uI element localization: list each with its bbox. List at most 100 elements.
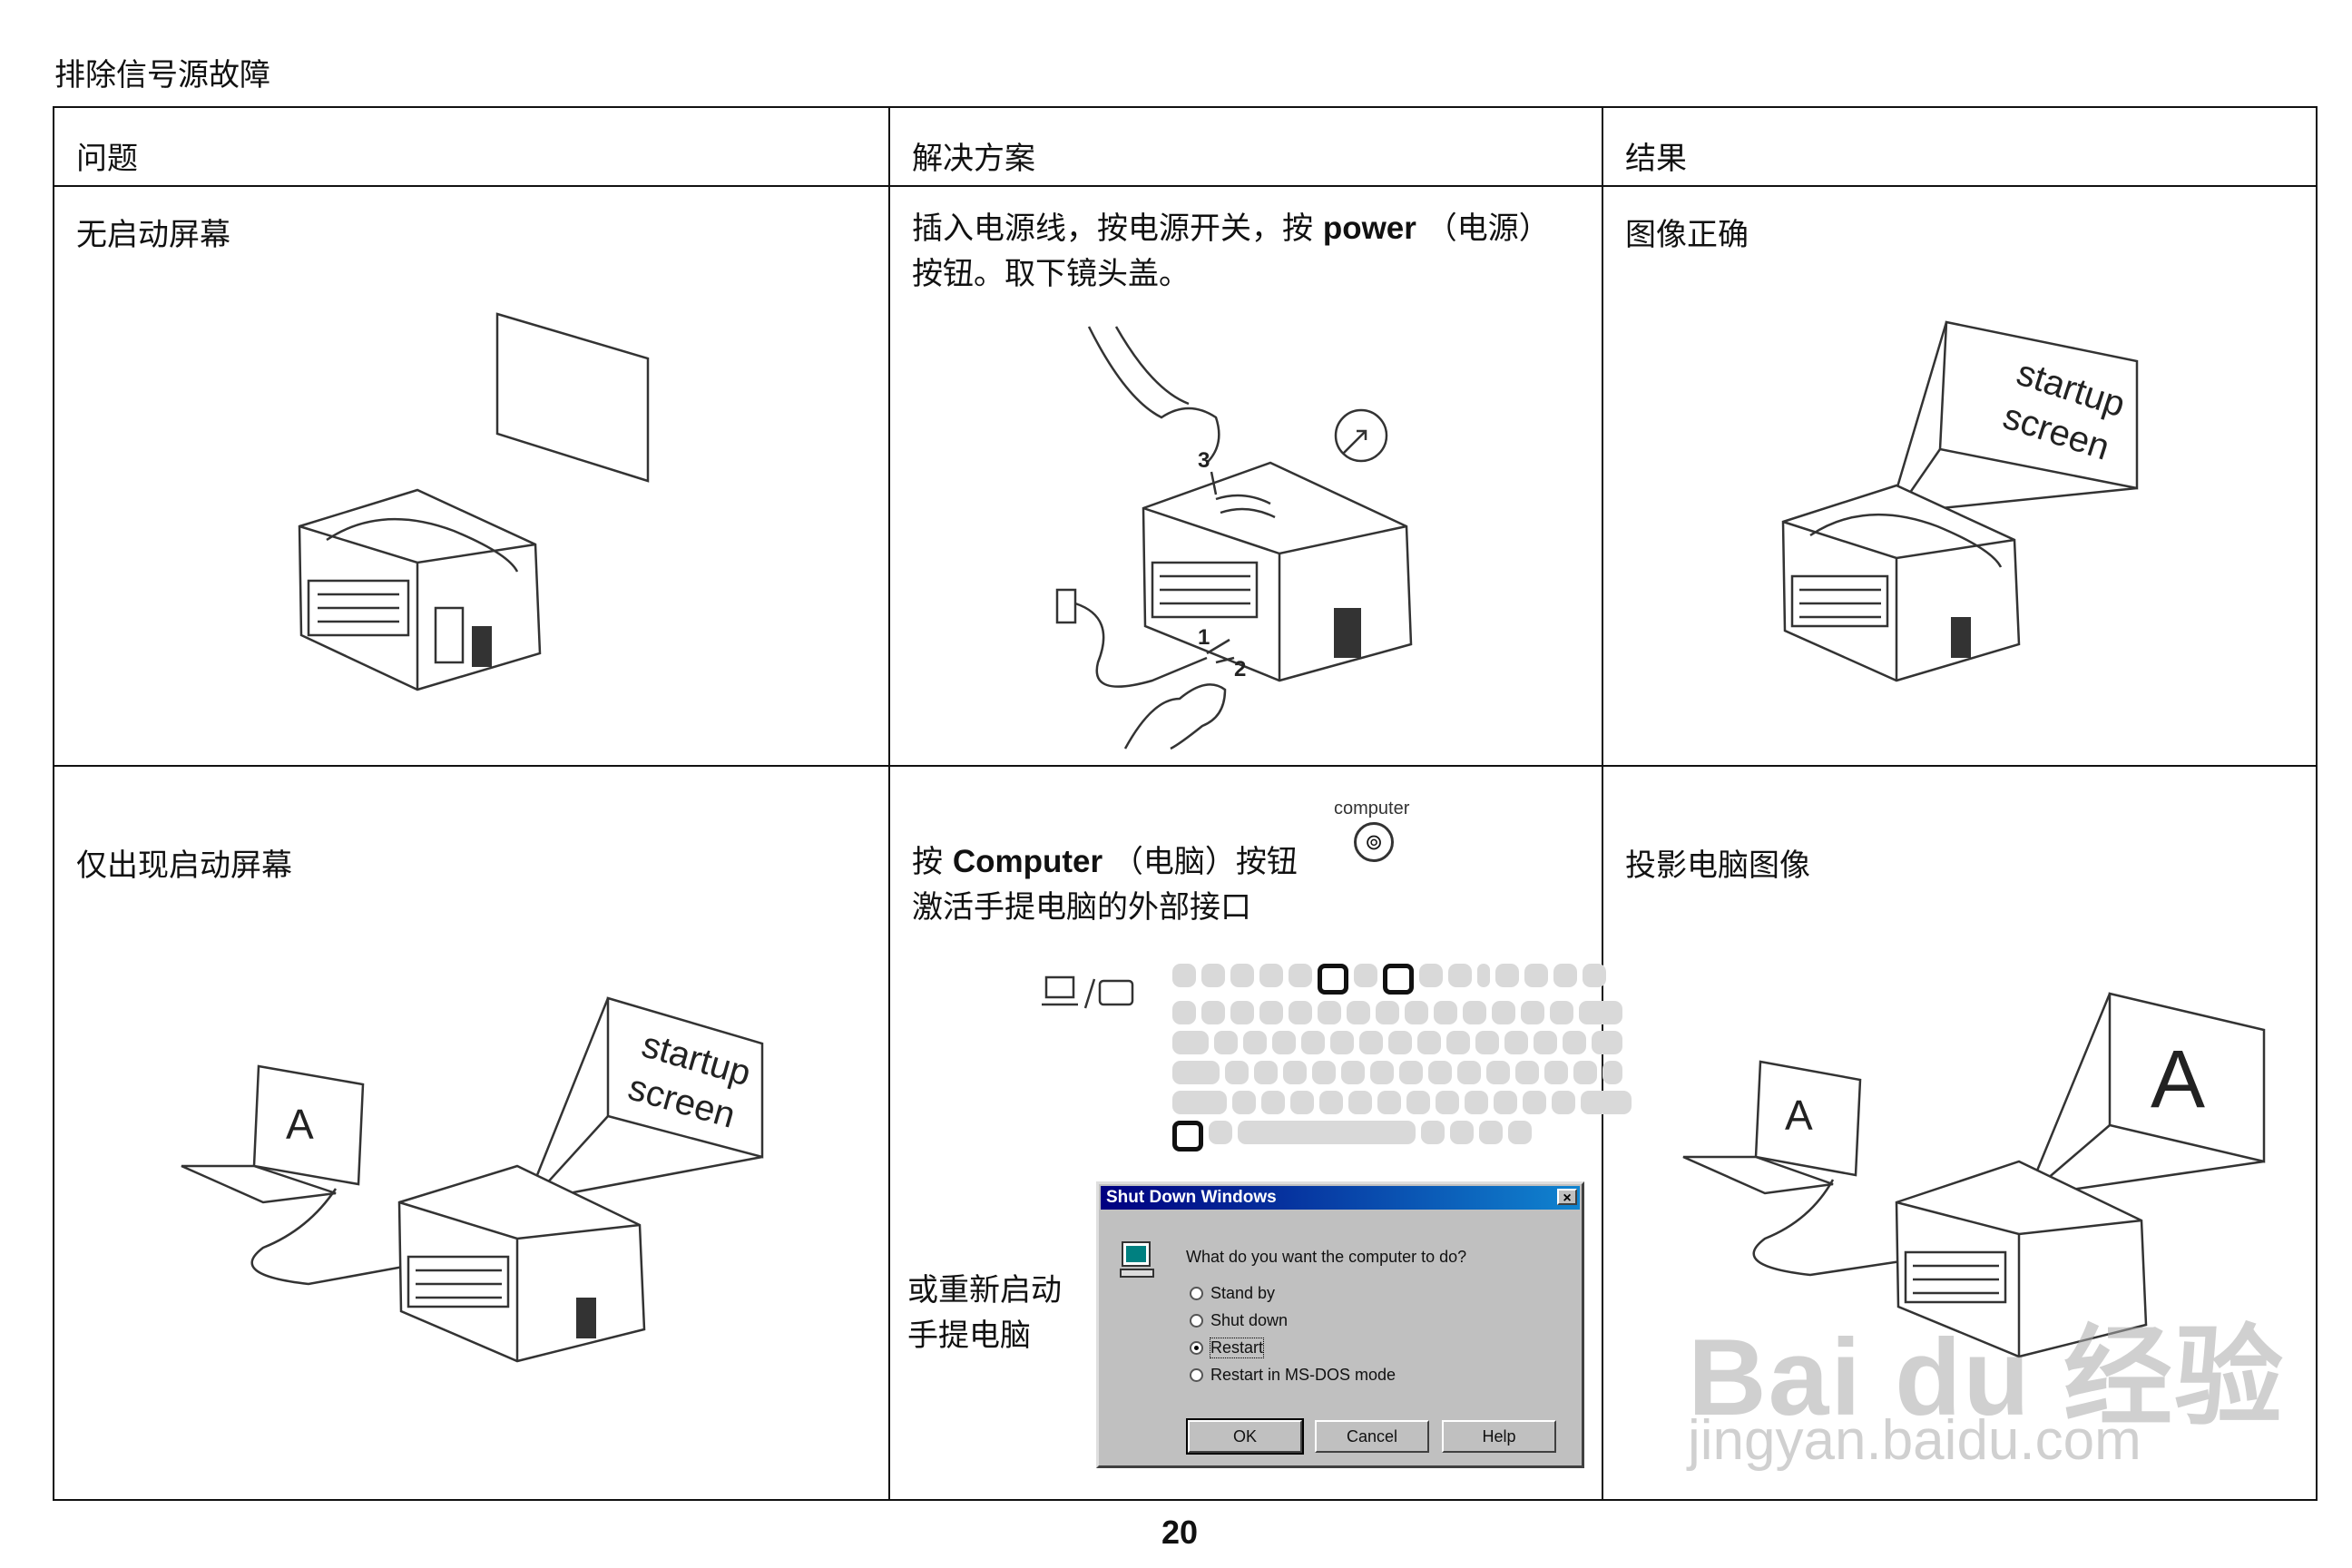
row1-problem: 无启动屏幕 (76, 217, 230, 253)
keyboard-key (1254, 1061, 1278, 1084)
row1-result: 图像正确 (1625, 217, 1749, 253)
radio-stand-by[interactable] (1190, 1287, 1203, 1300)
header-problem: 问题 (76, 141, 138, 177)
highlighted-fn-key (1383, 964, 1414, 995)
shutdown-dialog: Shut Down Windows × What do you want the… (1096, 1181, 1584, 1468)
blank-screen (495, 312, 650, 483)
keyboard-key (1436, 1091, 1459, 1114)
watermark-url: jingyan.baidu.com (1688, 1409, 2141, 1472)
keyboard-key (1583, 964, 1606, 987)
keyboard-key (1259, 964, 1283, 987)
keyboard-key (1289, 964, 1312, 987)
row-divider (54, 765, 2316, 767)
row2-solution-pre: 按 (912, 844, 943, 880)
display-toggle-icon (1042, 975, 1142, 1020)
keyboard-key (1225, 1061, 1249, 1084)
keyboard-key (1465, 1091, 1488, 1114)
laptop-icon: A (1682, 1060, 1862, 1195)
keyboard-key (1523, 1091, 1546, 1114)
keyboard-key (1172, 1001, 1196, 1024)
keyboard-key (1301, 1031, 1325, 1054)
row1-solution-illustration: 3 1 2 (1055, 326, 1413, 750)
row2-solution-computer: Computer (952, 844, 1103, 879)
power-cord (1074, 602, 1208, 688)
keyboard-key (1259, 1001, 1283, 1024)
step-3-label: 3 (1198, 448, 1210, 473)
keyboard-key (1479, 1121, 1503, 1144)
row2-problem: 仅出现启动屏幕 (76, 848, 292, 884)
keyboard-row (1172, 1031, 1622, 1054)
keyboard-key (1553, 964, 1577, 987)
ok-button[interactable]: OK (1186, 1418, 1304, 1455)
highlighted-fn-key (1318, 964, 1348, 995)
keyboard-key (1421, 1121, 1445, 1144)
keyboard-key (1579, 1001, 1622, 1024)
option-restart-msdos[interactable]: Restart in MS-DOS mode (1190, 1366, 1396, 1385)
keyboard-key (1434, 1001, 1457, 1024)
keyboard-key (1448, 964, 1472, 987)
keyboard-key (1232, 1091, 1256, 1114)
keyboard-key (1486, 1061, 1510, 1084)
keyboard-key (1359, 1031, 1383, 1054)
keyboard-key (1318, 1001, 1341, 1024)
keyboard-key (1376, 1001, 1399, 1024)
keyboard-key (1450, 1121, 1474, 1144)
step-1-label: 1 (1198, 625, 1210, 650)
keyboard-row (1172, 1091, 1632, 1114)
row2-result-illustration: A A (1682, 992, 2266, 1358)
keyboard-key (1354, 964, 1377, 987)
keyboard-key (1238, 1121, 1416, 1144)
close-icon[interactable]: × (1557, 1189, 1577, 1206)
row1-problem-illustration (298, 312, 650, 691)
step-2-label: 2 (1234, 657, 1246, 681)
row1-solution-post: （电源） (1426, 211, 1550, 247)
keyboard-key (1289, 1001, 1312, 1024)
column-divider (1602, 108, 1603, 1499)
keyboard-key (1592, 1031, 1622, 1054)
cancel-button[interactable]: Cancel (1315, 1420, 1429, 1453)
projector-icon (397, 1164, 646, 1363)
option-restart-label: Restart (1209, 1338, 1265, 1358)
row1-solution: 插入电源线，按电源开关，按 power （电源） 按钮。取下镜头盖。 (912, 206, 1550, 297)
keyboard-row (1172, 964, 1606, 995)
keyboard-key (1406, 1091, 1430, 1114)
option-shut-down[interactable]: Shut down (1190, 1311, 1288, 1330)
keyboard-key (1272, 1031, 1296, 1054)
laptop-icon: A (181, 1064, 365, 1204)
keyboard-key (1348, 1091, 1372, 1114)
option-stand-by-label: Stand by (1210, 1284, 1276, 1302)
page-title: 排除信号源故障 (54, 57, 270, 93)
radio-restart-msdos[interactable] (1190, 1368, 1203, 1382)
option-stand-by[interactable]: Stand by (1190, 1284, 1275, 1303)
projector-icon (1781, 484, 2021, 682)
keyboard-key (1172, 1091, 1227, 1114)
keyboard-key (1214, 1031, 1238, 1054)
radio-restart[interactable] (1190, 1341, 1203, 1355)
keyboard-key (1330, 1031, 1354, 1054)
keyboard-key (1515, 1061, 1539, 1084)
row2-alt-line2: 手提电脑 (907, 1318, 1031, 1354)
help-button[interactable]: Help (1442, 1420, 1556, 1453)
computer-button-label: computer (1334, 799, 1410, 818)
option-restart[interactable]: Restart (1190, 1338, 1265, 1358)
keyboard-key (1172, 1061, 1220, 1084)
keyboard-key (1341, 1061, 1365, 1084)
dialog-question: What do you want the computer to do? (1186, 1248, 1467, 1266)
radio-shut-down[interactable] (1190, 1314, 1203, 1328)
projector-icon (298, 488, 542, 691)
keyboard-key (1552, 1091, 1575, 1114)
computer-monitor-icon (1120, 1241, 1154, 1278)
highlighted-fn-key (1172, 1121, 1203, 1152)
dialog-title-text: Shut Down Windows (1106, 1188, 1277, 1207)
page-number: 20 (1161, 1514, 1199, 1551)
dialog-title: Shut Down Windows × (1101, 1186, 1580, 1210)
keyboard-row (1172, 1001, 1622, 1024)
row1-solution-pre: 插入电源线，按电源开关，按 (912, 211, 1313, 247)
keyboard-key (1508, 1121, 1532, 1144)
keyboard-key (1283, 1061, 1307, 1084)
row1-solution-line2: 按钮。取下镜头盖。 (912, 256, 1190, 292)
keyboard-key (1446, 1031, 1470, 1054)
keyboard-key (1172, 964, 1196, 987)
projected-letter: A (2151, 1034, 2205, 1125)
header-solution: 解决方案 (912, 141, 1035, 177)
